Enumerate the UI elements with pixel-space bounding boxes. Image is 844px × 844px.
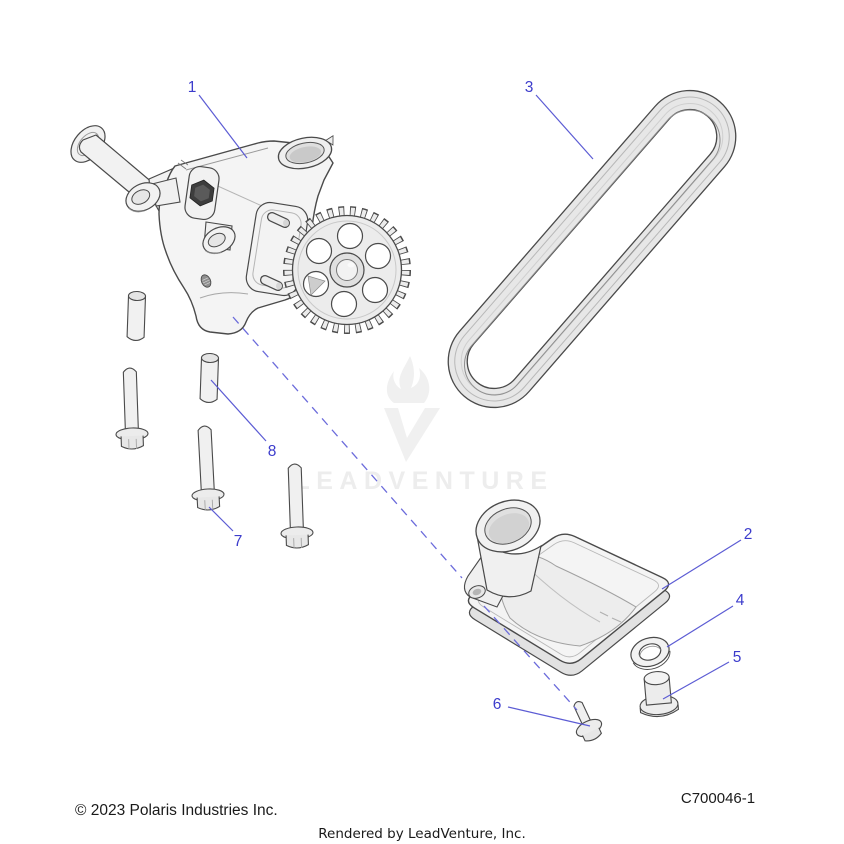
callout-2-leader xyxy=(661,539,742,590)
callout-3-label[interactable]: 3 xyxy=(525,79,534,96)
shaft-cone-through-hole xyxy=(307,275,326,296)
flange-bolt xyxy=(191,425,225,511)
callout-4-leader xyxy=(666,605,734,648)
watermark-text: LEADVENTURE xyxy=(294,467,553,495)
callout-1-leader xyxy=(198,94,248,159)
callout-8: 8 xyxy=(210,379,277,460)
pump-flange-hole xyxy=(200,274,212,288)
callout-1-label[interactable]: 1 xyxy=(188,79,197,96)
callout-5-label[interactable]: 5 xyxy=(733,649,742,666)
pump-sprocket xyxy=(283,206,411,334)
flange-bolt xyxy=(115,367,149,450)
oil-strainer xyxy=(463,499,671,676)
callouts: 1 3 2 4 5 6 7 8 xyxy=(188,79,753,727)
callout-6-leader xyxy=(507,706,591,727)
screw xyxy=(573,701,603,742)
sprocket-hole xyxy=(336,222,364,250)
pump-mount-lug xyxy=(202,226,236,255)
dowel-pin xyxy=(199,352,220,404)
dowel-pin xyxy=(126,290,147,342)
assembly-axis-dashed-line xyxy=(483,605,578,711)
callout-5-leader xyxy=(662,661,730,700)
pump-stud xyxy=(260,275,283,291)
drive-belt xyxy=(447,89,737,409)
plug xyxy=(639,670,680,718)
copyright-text: © 2023 Polaris Industries Inc. xyxy=(75,802,278,819)
washer xyxy=(630,636,671,670)
callout-3: 3 xyxy=(525,79,594,160)
watermark-v-icon xyxy=(384,408,440,462)
callout-8-leader xyxy=(210,379,267,442)
callout-6-label[interactable]: 6 xyxy=(493,696,502,713)
pump-mount-lug xyxy=(125,182,161,213)
callout-4-label[interactable]: 4 xyxy=(736,592,745,609)
callout-7-leader xyxy=(208,506,234,532)
embossed-marking xyxy=(599,611,622,623)
strainer-flange-hole xyxy=(468,585,486,599)
assembly-axis-dashed-line xyxy=(232,316,463,579)
callout-2-label[interactable]: 2 xyxy=(744,526,753,543)
sprocket-teeth xyxy=(284,207,410,333)
watermark: LEADVENTURE xyxy=(294,356,553,495)
oil-pump-assembly xyxy=(70,125,411,335)
sprocket-hole xyxy=(364,242,392,270)
sprocket-hole xyxy=(330,290,358,318)
pump-outlet-port xyxy=(277,135,334,170)
callout-3-leader xyxy=(535,94,594,160)
footer: © 2023 Polaris Industries Inc. C700046-1… xyxy=(75,790,755,842)
belt-rib-line xyxy=(454,96,730,402)
callout-7: 7 xyxy=(208,506,243,550)
port-notch xyxy=(325,135,334,146)
callout-5: 5 xyxy=(662,649,742,700)
callout-7-label[interactable]: 7 xyxy=(234,533,243,550)
callout-8-label[interactable]: 8 xyxy=(268,443,277,460)
strainer-plate-rim xyxy=(477,540,659,658)
pump-hex-boss xyxy=(184,165,220,221)
pump-flange-crease xyxy=(199,292,249,299)
callout-1: 1 xyxy=(188,79,248,159)
watermark-flame-icon xyxy=(386,356,430,403)
strainer-tube-opening xyxy=(475,499,541,553)
rendered-by-text: Rendered by LeadVenture, Inc. xyxy=(318,826,526,842)
belt-rib-line xyxy=(460,103,724,395)
drawing-number: C700046-1 xyxy=(681,790,755,807)
sprocket-hole xyxy=(361,276,389,304)
belt-inner-wall-line xyxy=(464,109,721,396)
flange-bolt xyxy=(280,463,314,549)
pump-stud xyxy=(267,212,290,228)
sprocket-hole xyxy=(305,237,333,265)
callout-2: 2 xyxy=(661,526,753,590)
callout-6: 6 xyxy=(493,696,591,727)
pump-cast-marking xyxy=(177,159,189,170)
callout-4: 4 xyxy=(666,592,745,648)
belt-band xyxy=(447,89,737,409)
